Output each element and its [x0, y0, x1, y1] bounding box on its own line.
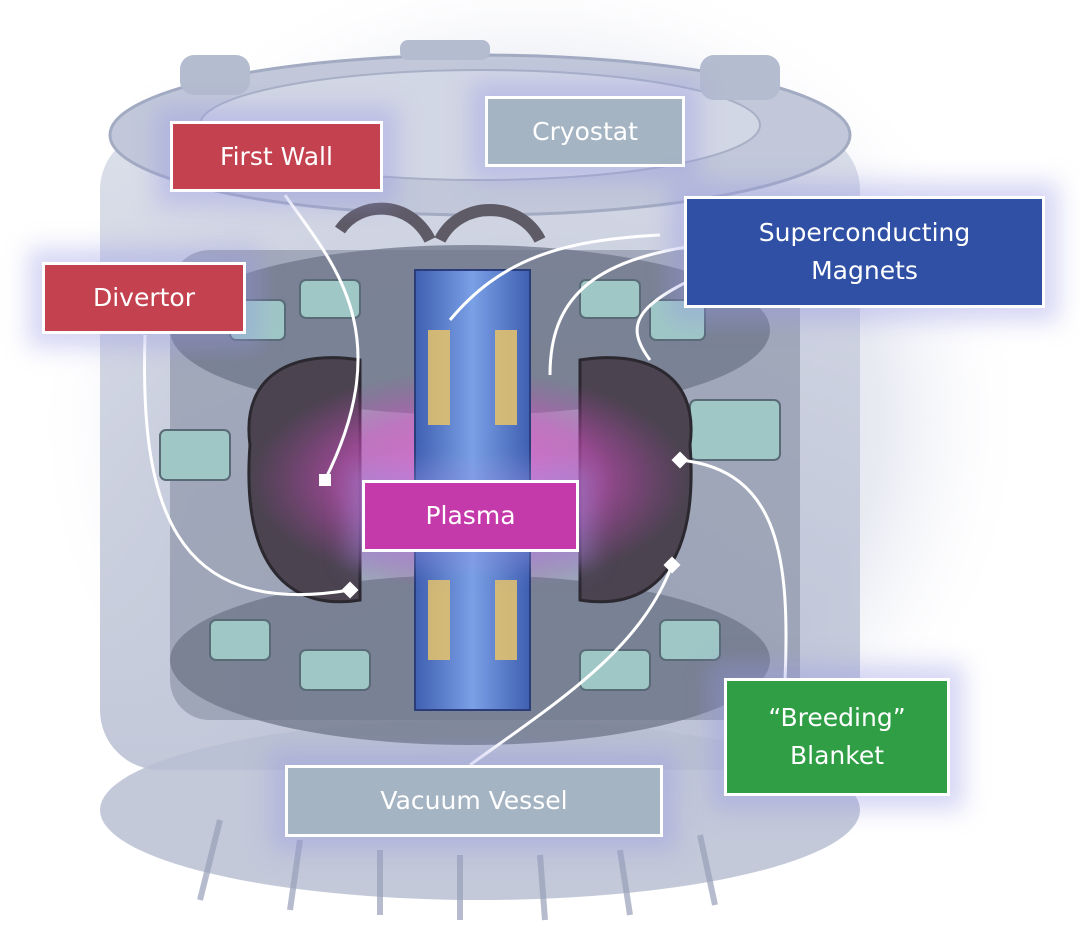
vacuum-vessel-leader — [469, 564, 674, 767]
feeder-cable-right — [434, 204, 546, 244]
cryostat-label: Cryostat — [485, 96, 685, 167]
first-wall-leader — [283, 194, 360, 481]
breeding-blanket-label: “Breeding” Blanket — [724, 678, 950, 796]
divertor-leader — [143, 334, 351, 597]
cryostat-text: Cryostat — [532, 116, 638, 146]
divertor-label: Divertor — [42, 262, 246, 334]
vacuum-vessel-text: Vacuum Vessel — [380, 786, 568, 815]
leader-markers — [319, 451, 689, 599]
plasma-text: Plasma — [425, 501, 516, 530]
first-wall-text: First Wall — [220, 141, 333, 171]
first-wall-label: First Wall — [170, 121, 383, 192]
breeding-blanket-text-line1: “Breeding” — [768, 703, 906, 732]
plasma-label: Plasma — [362, 480, 579, 552]
vacuum-vessel-label: Vacuum Vessel — [285, 765, 663, 837]
blanket-leader — [679, 458, 788, 681]
support-legs — [197, 819, 718, 921]
leader-lines — [143, 194, 788, 767]
magnet-leader-2 — [548, 243, 701, 376]
breeding-blanket-text-line2: Blanket — [789, 741, 885, 770]
superconducting-magnets-text-line1: Superconducting — [758, 218, 971, 247]
magnet-leader-1 — [448, 233, 661, 321]
superconducting-magnets-label: Superconducting Magnets — [684, 196, 1045, 308]
divertor-text: Divertor — [92, 283, 196, 312]
superconducting-magnets-text-line2: Magnets — [811, 256, 918, 285]
feeder-cable-left — [335, 202, 436, 244]
magnet-coils — [159, 279, 781, 691]
